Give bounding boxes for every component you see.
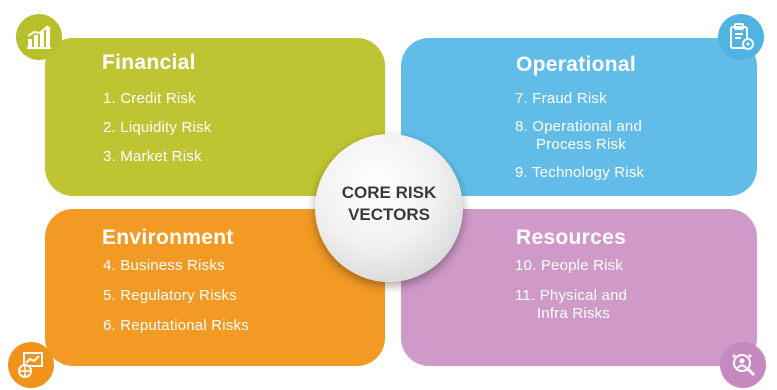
resources-title: Resources (516, 226, 627, 249)
resources-item-physical-infra-cont: Infra Risks (537, 305, 611, 322)
operational-item-operational-process-cont: Process Risk (536, 136, 626, 153)
center-label-line2: VECTORS (348, 205, 430, 224)
operational-title: Operational (516, 53, 636, 76)
operational-item-technology: 9. Technology Risk (515, 164, 645, 181)
operational-item-fraud: 7. Fraud Risk (515, 90, 607, 107)
financial-item-liquidity: 2. Liquidity Risk (103, 119, 212, 136)
operational-item-operational-process: 8. Operational and (515, 118, 643, 135)
financial-item-market: 3. Market Risk (103, 148, 202, 165)
clipboard-gear-icon (718, 14, 764, 60)
globe-chart-icon (8, 342, 54, 388)
environment-item-business: 4. Business Risks (103, 257, 225, 274)
center-label: CORE RISK VECTORS (315, 182, 463, 226)
resources-item-people: 10. People Risk (515, 257, 624, 274)
environment-item-regulatory: 5. Regulatory Risks (103, 287, 237, 304)
resources-quadrant: Resources 10. People Risk 11. Physical a… (401, 209, 757, 366)
financial-item-credit: 1. Credit Risk (103, 90, 196, 107)
financial-quadrant: Financial 1. Credit Risk 2. Liquidity Ri… (45, 38, 385, 196)
financial-title: Financial (102, 51, 196, 74)
people-search-icon (720, 342, 766, 388)
resources-item-physical-infra: 11. Physical and (515, 287, 628, 304)
environment-title: Environment (102, 226, 234, 249)
core-risk-vectors-circle: CORE RISK VECTORS (315, 134, 463, 282)
center-label-line1: CORE RISK (341, 183, 437, 202)
environment-item-reputational: 6. Reputational Risks (103, 317, 249, 334)
operational-quadrant: Operational 7. Fraud Risk 8. Operational… (401, 38, 757, 196)
bar-chart-icon (16, 14, 62, 60)
